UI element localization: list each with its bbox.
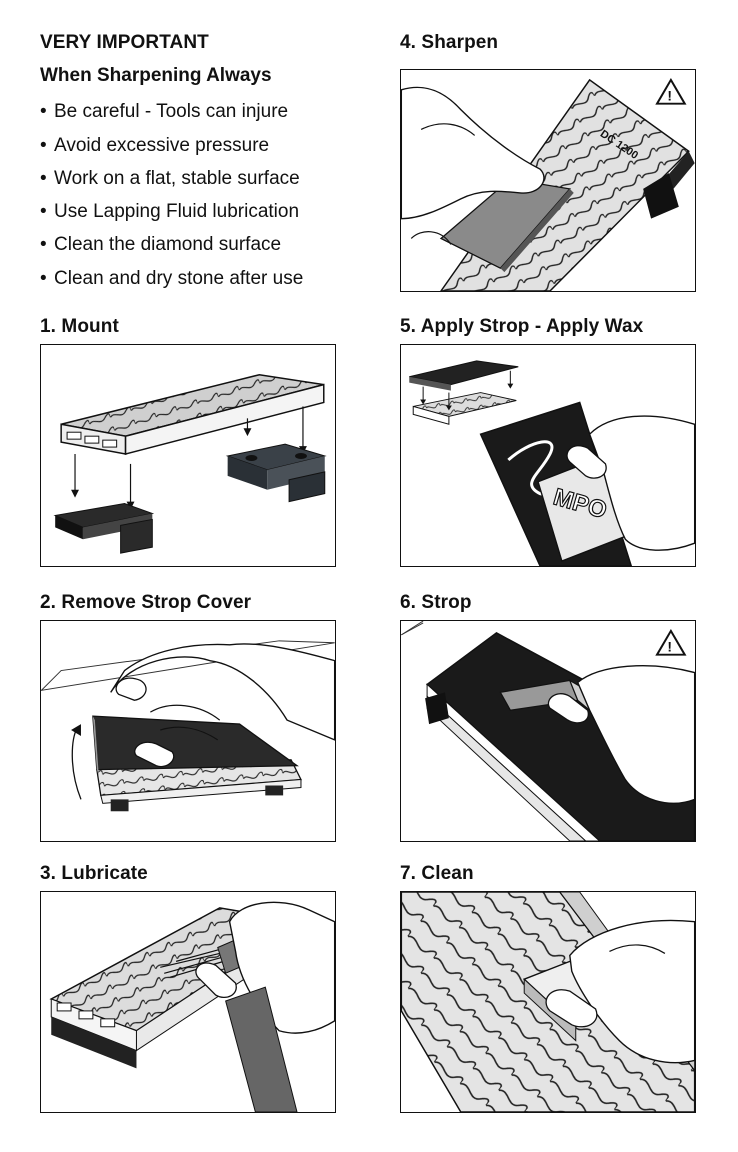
bullet-item: •Be careful - Tools can injure	[40, 101, 289, 122]
step-heading-apply-wax: 5. Apply Strop - Apply Wax	[400, 316, 644, 337]
bullet-item: •Clean and dry stone after use	[40, 268, 304, 289]
step-heading-clean: 7. Clean	[400, 863, 474, 884]
bullet-item: •Work on a flat, stable surface	[40, 168, 300, 189]
important-title: VERY IMPORTANT	[40, 32, 209, 53]
step-heading-strop: 6. Strop	[400, 592, 472, 613]
apply-wax-illustration: MPO	[400, 344, 696, 567]
important-subtitle: When Sharpening Always	[40, 65, 272, 86]
bullet-item: •Use Lapping Fluid lubrication	[40, 201, 300, 222]
step-heading-remove-cover: 2. Remove Strop Cover	[40, 592, 252, 613]
step-heading-sharpen: 4. Sharpen	[400, 32, 499, 53]
warning-icon: !	[667, 88, 672, 104]
sharpen-illustration: DC 1200 !	[400, 69, 696, 292]
remove-cover-illustration	[40, 620, 336, 842]
mount-illustration	[40, 344, 336, 567]
strop-illustration: !	[400, 620, 696, 842]
lubricate-illustration	[40, 891, 336, 1113]
step-heading-mount: 1. Mount	[40, 316, 119, 337]
warning-icon: !	[667, 639, 672, 655]
bullet-item: •Clean the diamond surface	[40, 234, 282, 255]
clean-illustration	[400, 891, 696, 1113]
step-heading-lubricate: 3. Lubricate	[40, 863, 148, 884]
bullet-item: •Avoid excessive pressure	[40, 135, 270, 156]
